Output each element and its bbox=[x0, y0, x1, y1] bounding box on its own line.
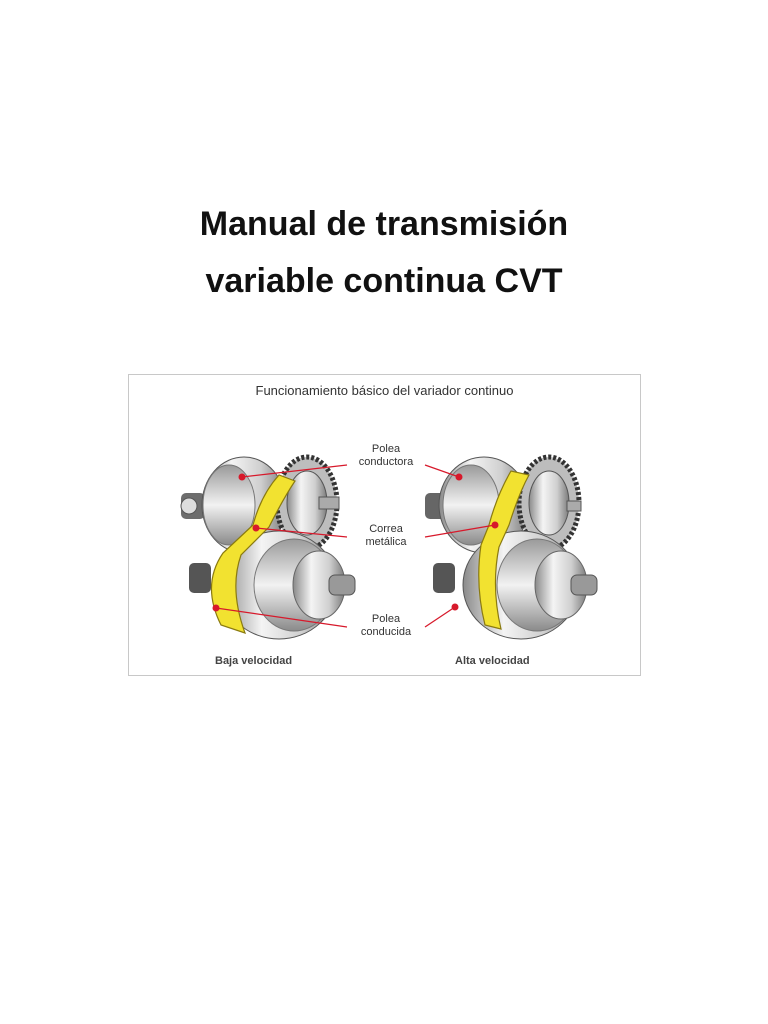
high-speed-label: Alta velocidad bbox=[455, 655, 530, 667]
label-driven-pulley: Polea conducida bbox=[360, 613, 412, 638]
cvt-illustration bbox=[180, 454, 598, 640]
high-speed-assembly bbox=[425, 454, 598, 640]
title-line-1: Manual de transmisión bbox=[199, 205, 569, 243]
figure-caption: Funcionamiento básico del variador conti… bbox=[255, 383, 514, 398]
cvt-diagram-figure: Funcionamiento básico del variador conti… bbox=[128, 374, 641, 676]
document-title: Manual de transmisión variable continua … bbox=[0, 196, 768, 310]
label-drive-pulley: Polea conductora bbox=[358, 443, 414, 468]
title-line-2: variable continua CVT bbox=[205, 262, 563, 300]
low-speed-label: Baja velocidad bbox=[215, 655, 293, 667]
low-speed-assembly bbox=[180, 454, 356, 640]
callout-lines bbox=[215, 464, 496, 628]
label-metal-belt: Correa metálica bbox=[365, 523, 407, 548]
